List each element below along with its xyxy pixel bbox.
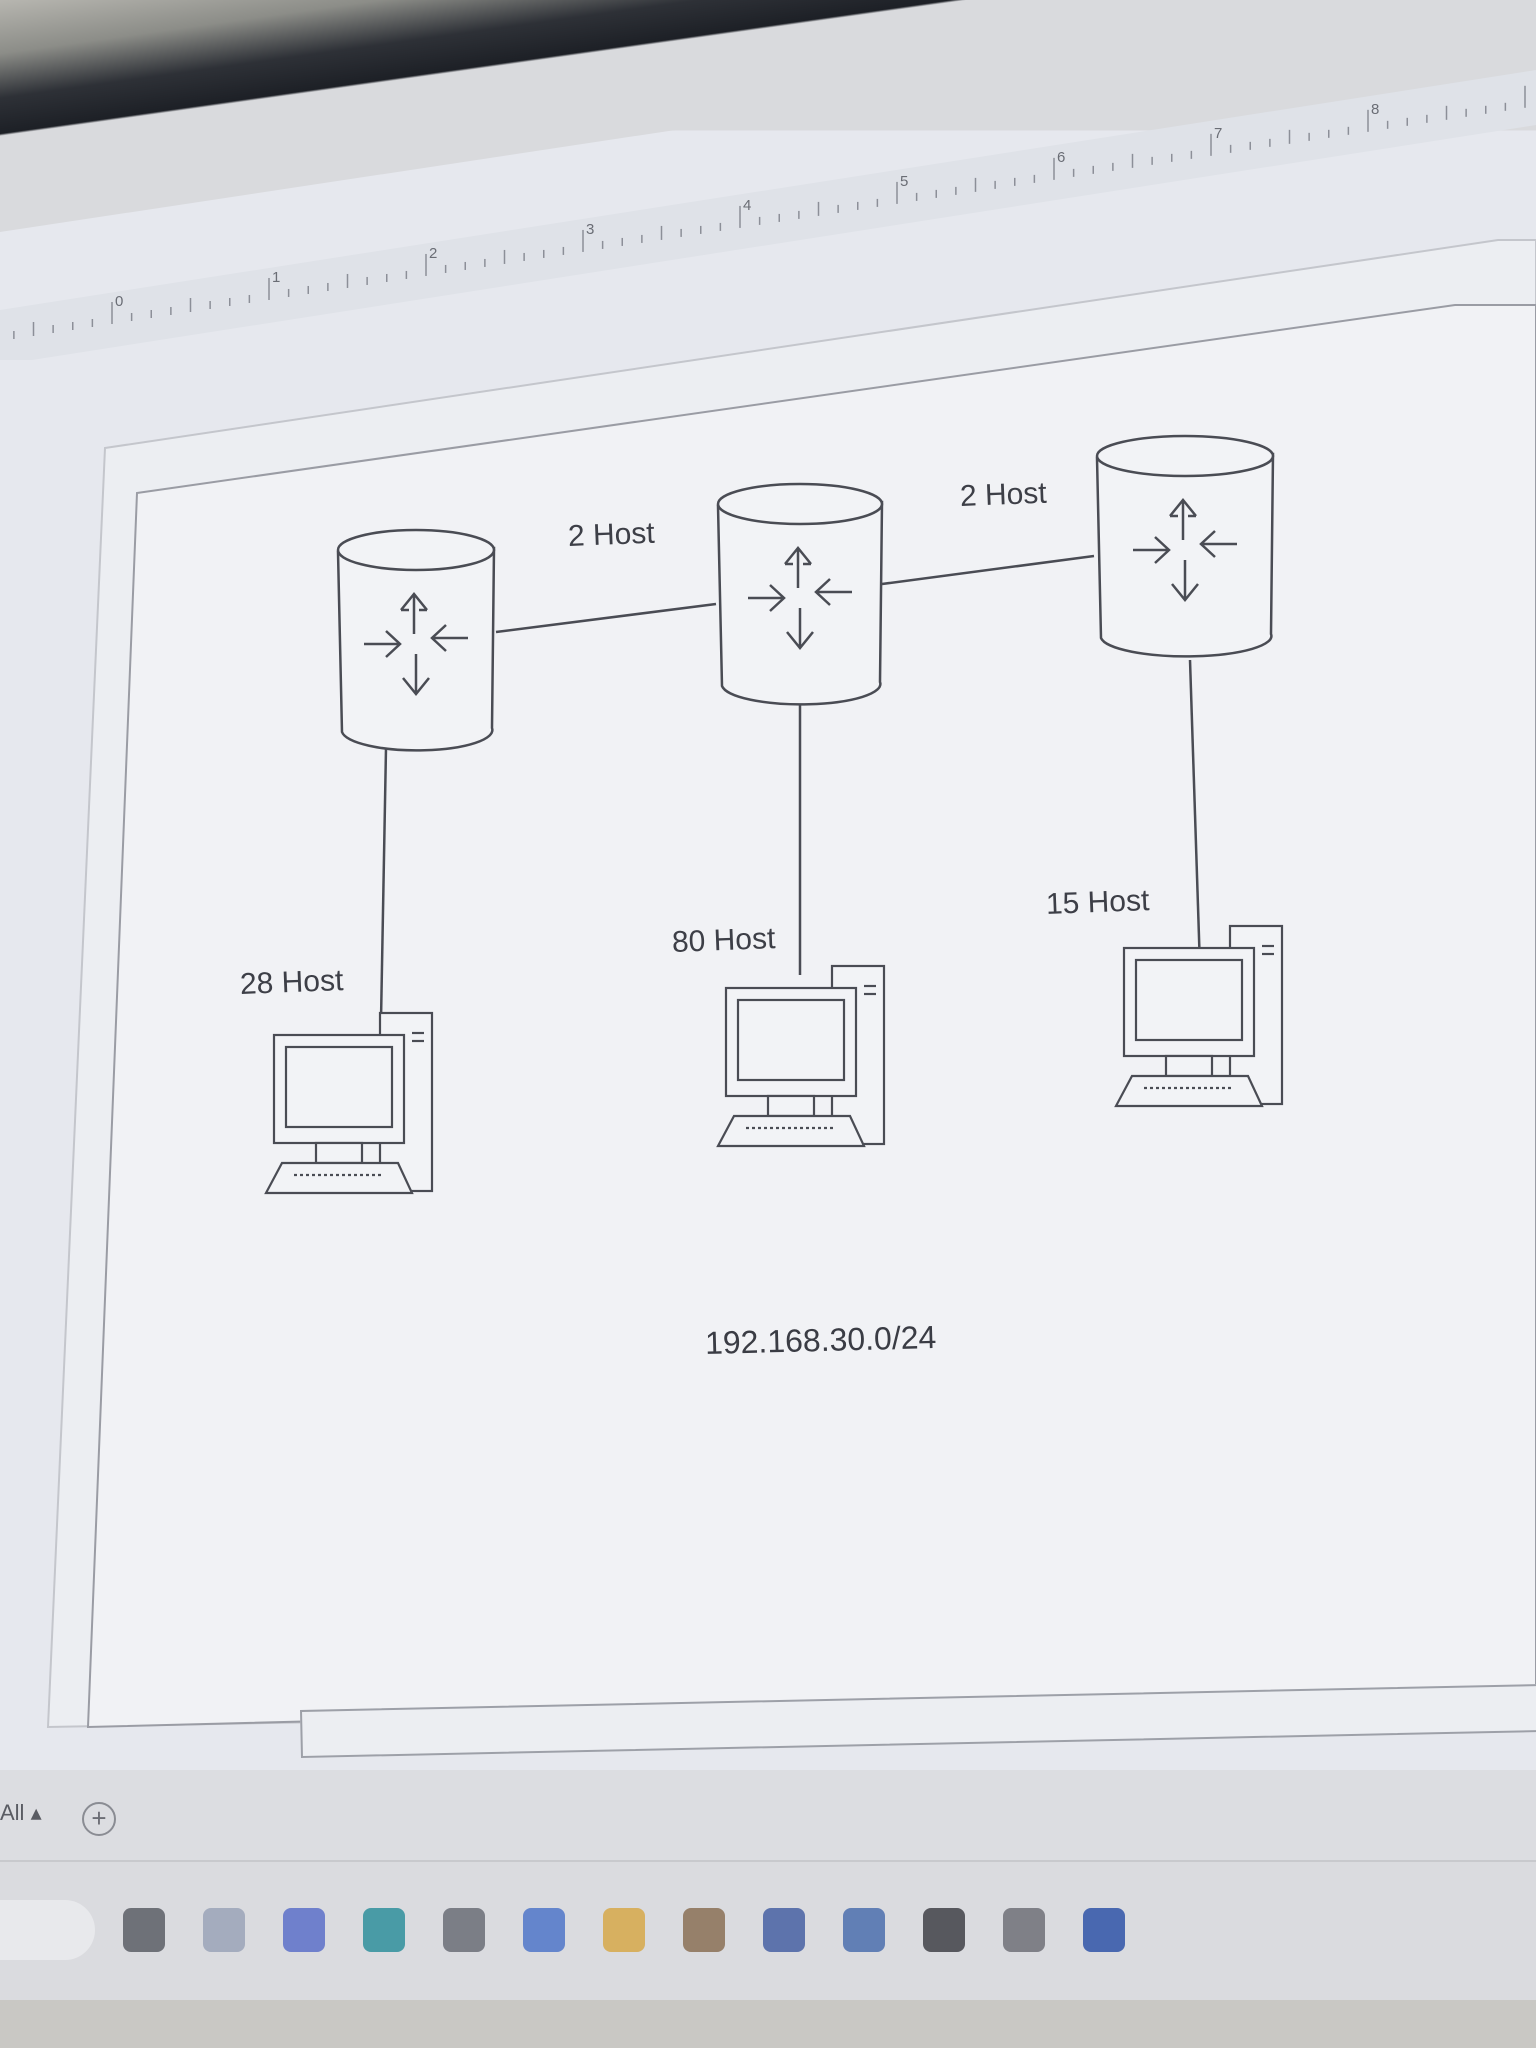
router-icon — [1095, 434, 1275, 658]
lan-line-right — [1188, 659, 1202, 969]
network-address-label: 192.168.30.0/24 — [704, 1318, 937, 1362]
folder-icon[interactable] — [592, 1898, 656, 1962]
router-icon — [336, 528, 496, 752]
taskbar-search-box[interactable] — [0, 1900, 95, 1960]
computer-icon — [716, 964, 886, 1148]
ruler-mark: 4 — [743, 197, 751, 214]
lan-line-left — [379, 747, 388, 1021]
ruler-mark: 3 — [586, 221, 594, 238]
ruler-mark: 2 — [429, 245, 437, 262]
link-label-middle-right: 2 Host — [959, 476, 1048, 513]
router-icon — [716, 482, 884, 706]
cortana-icon[interactable] — [272, 1898, 336, 1962]
lan-label-middle: 80 Host — [671, 922, 776, 959]
horizontal-ruler: 0 1 2 3 4 5 6 7 8 — [0, 70, 1536, 360]
store-icon[interactable] — [432, 1898, 496, 1962]
ruler-mark: 5 — [900, 173, 908, 190]
ruler-mark: 1 — [272, 269, 280, 286]
link-label-left-middle: 2 Host — [567, 516, 656, 553]
mail-icon[interactable] — [512, 1898, 576, 1962]
link-line-middle-right — [881, 554, 1095, 586]
terminal-icon[interactable] — [912, 1898, 976, 1962]
computer-icon — [1114, 924, 1284, 1108]
edge-icon[interactable] — [192, 1898, 256, 1962]
lan-label-left: 28 Host — [239, 964, 344, 1001]
page-tabs-menu[interactable]: All ▴ — [0, 1800, 42, 1825]
page-tabs-label: All — [0, 1800, 25, 1825]
visio-app-icon[interactable] — [1072, 1898, 1136, 1962]
shield-app-icon[interactable] — [672, 1898, 736, 1962]
ruler-mark: 7 — [1214, 125, 1222, 142]
ruler-mark: 8 — [1371, 101, 1379, 118]
link-line-left-middle — [495, 602, 717, 634]
computer-icon — [264, 1011, 434, 1195]
ruler-mark: 0 — [115, 293, 123, 310]
lan-label-right: 15 Host — [1045, 884, 1150, 921]
file-explorer-icon[interactable] — [112, 1898, 176, 1962]
visio-icon[interactable] — [752, 1898, 816, 1962]
add-page-button[interactable]: + — [82, 1802, 116, 1836]
notepad-icon[interactable] — [832, 1898, 896, 1962]
settings-icon[interactable] — [992, 1898, 1056, 1962]
monitor-bezel-bottom — [0, 2000, 1536, 2048]
edge-browser-icon[interactable] — [352, 1898, 416, 1962]
ruler-mark: 6 — [1057, 149, 1065, 166]
status-bar — [0, 1770, 1536, 1860]
